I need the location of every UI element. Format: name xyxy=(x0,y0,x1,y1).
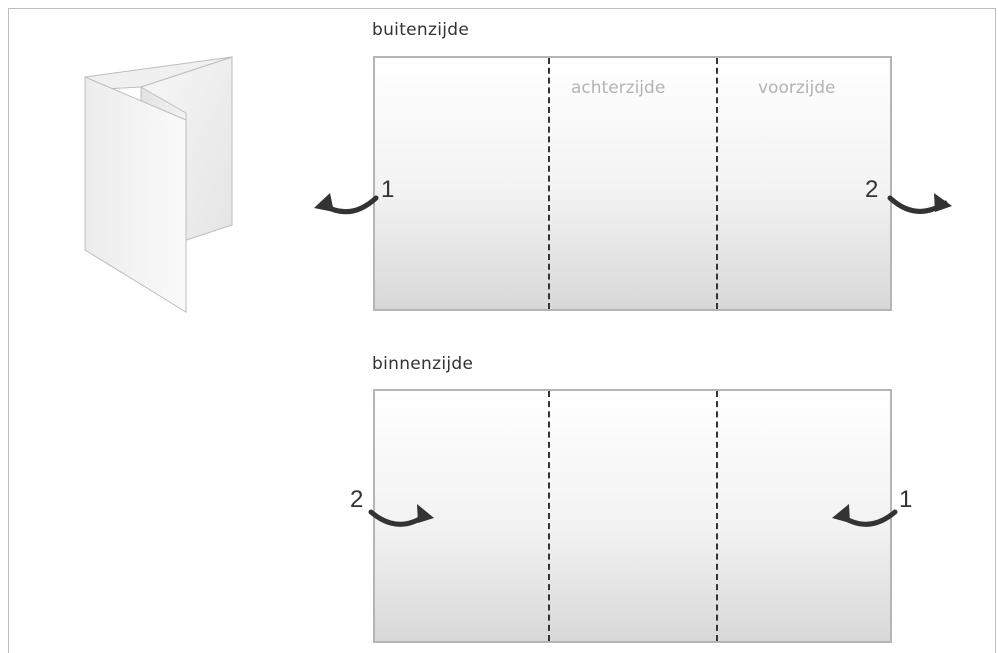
fold-line-left xyxy=(548,391,550,641)
inside-sheet xyxy=(373,389,892,643)
arrowhead-icon xyxy=(832,504,850,523)
outside-fold-number-right: 2 xyxy=(865,176,879,203)
inside-section-label: binnenzijde xyxy=(372,354,474,374)
outside-section-label: buitenzijde xyxy=(372,20,470,40)
frame-border xyxy=(8,8,996,653)
front-panel-label: voorzijde xyxy=(758,78,836,98)
fold-line-right xyxy=(716,58,718,309)
outside-fold-number-left: 1 xyxy=(381,176,395,203)
arrowhead-icon xyxy=(314,193,334,212)
fold-line-right xyxy=(716,391,718,641)
inside-fold-number-left: 2 xyxy=(350,486,364,513)
outside-sheet: achterzijde voorzijde xyxy=(373,56,892,311)
inside-fold-number-right: 1 xyxy=(899,486,913,513)
fold-line-left xyxy=(548,58,550,309)
arrowhead-icon xyxy=(417,504,434,523)
arrowhead-icon xyxy=(934,193,952,212)
back-panel-label: achterzijde xyxy=(571,78,666,98)
